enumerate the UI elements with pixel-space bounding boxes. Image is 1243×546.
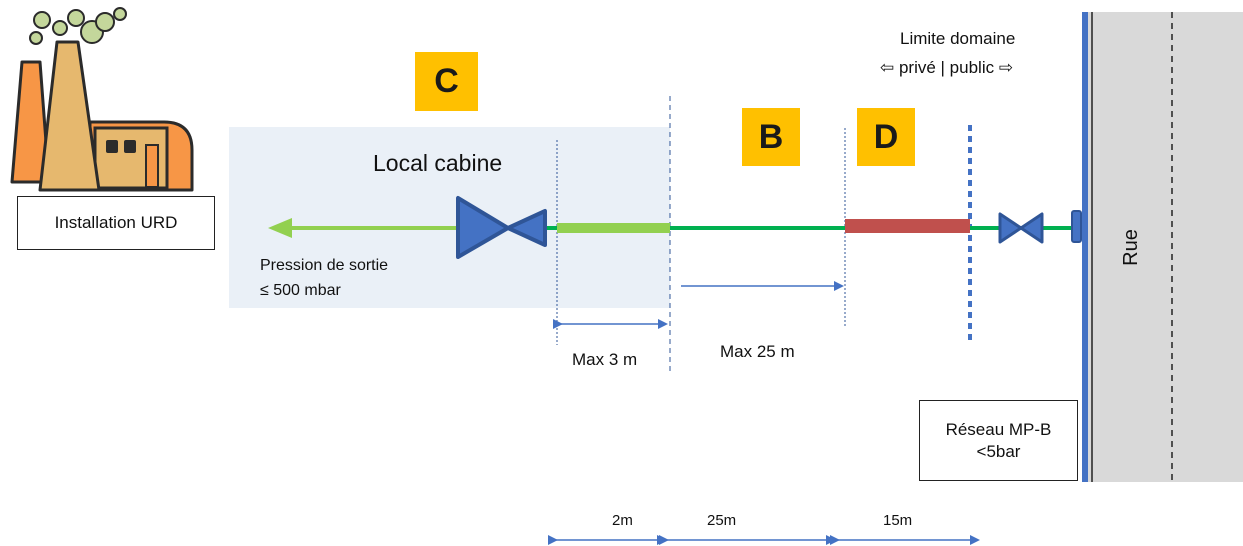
limite-domaine-line2: ⇦ privé | public ⇨: [880, 58, 1014, 77]
installation-label: Installation URD: [54, 213, 178, 232]
zone-c-tag: C: [415, 52, 478, 111]
max3-label: Max 3 m: [572, 350, 638, 369]
zone-b-tag: B: [742, 108, 800, 166]
regulator-valve-icon: [456, 196, 547, 259]
pipe-connector-icon: [1071, 210, 1082, 243]
cabin-area: [229, 127, 670, 308]
zone-d-label: D: [873, 117, 899, 156]
pression-line1: Pression de sortie: [260, 257, 389, 274]
street: [1088, 12, 1243, 482]
seg-25m-label: 25m: [707, 512, 737, 529]
seg-2m-label: 2m: [612, 512, 633, 529]
installation-urd-box: Installation URD: [17, 196, 215, 250]
max25-label: Max 25 m: [720, 342, 795, 361]
limite-domaine-line1: Limite domaine: [900, 29, 1016, 48]
local-cabine-label: Local cabine: [373, 150, 503, 176]
factory-icon: [10, 7, 194, 192]
reseau-line2: <5bar: [976, 441, 1021, 461]
seg-15m-label: 15m: [883, 512, 913, 529]
rue-label: Rue: [1119, 229, 1142, 266]
outlet-arrow-head: [268, 218, 292, 238]
pression-line2: ≤ 500 mbar: [260, 282, 341, 299]
zone-b-label: B: [758, 117, 784, 156]
reseau-box: Réseau MP-B <5bar: [919, 400, 1078, 481]
reseau-line1: Réseau MP-B: [945, 419, 1052, 439]
shutoff-valve-icon: [998, 212, 1044, 244]
zone-c-label: C: [434, 62, 459, 100]
zone-d-tag: D: [857, 108, 915, 166]
pipe-segment-d: [845, 219, 970, 233]
